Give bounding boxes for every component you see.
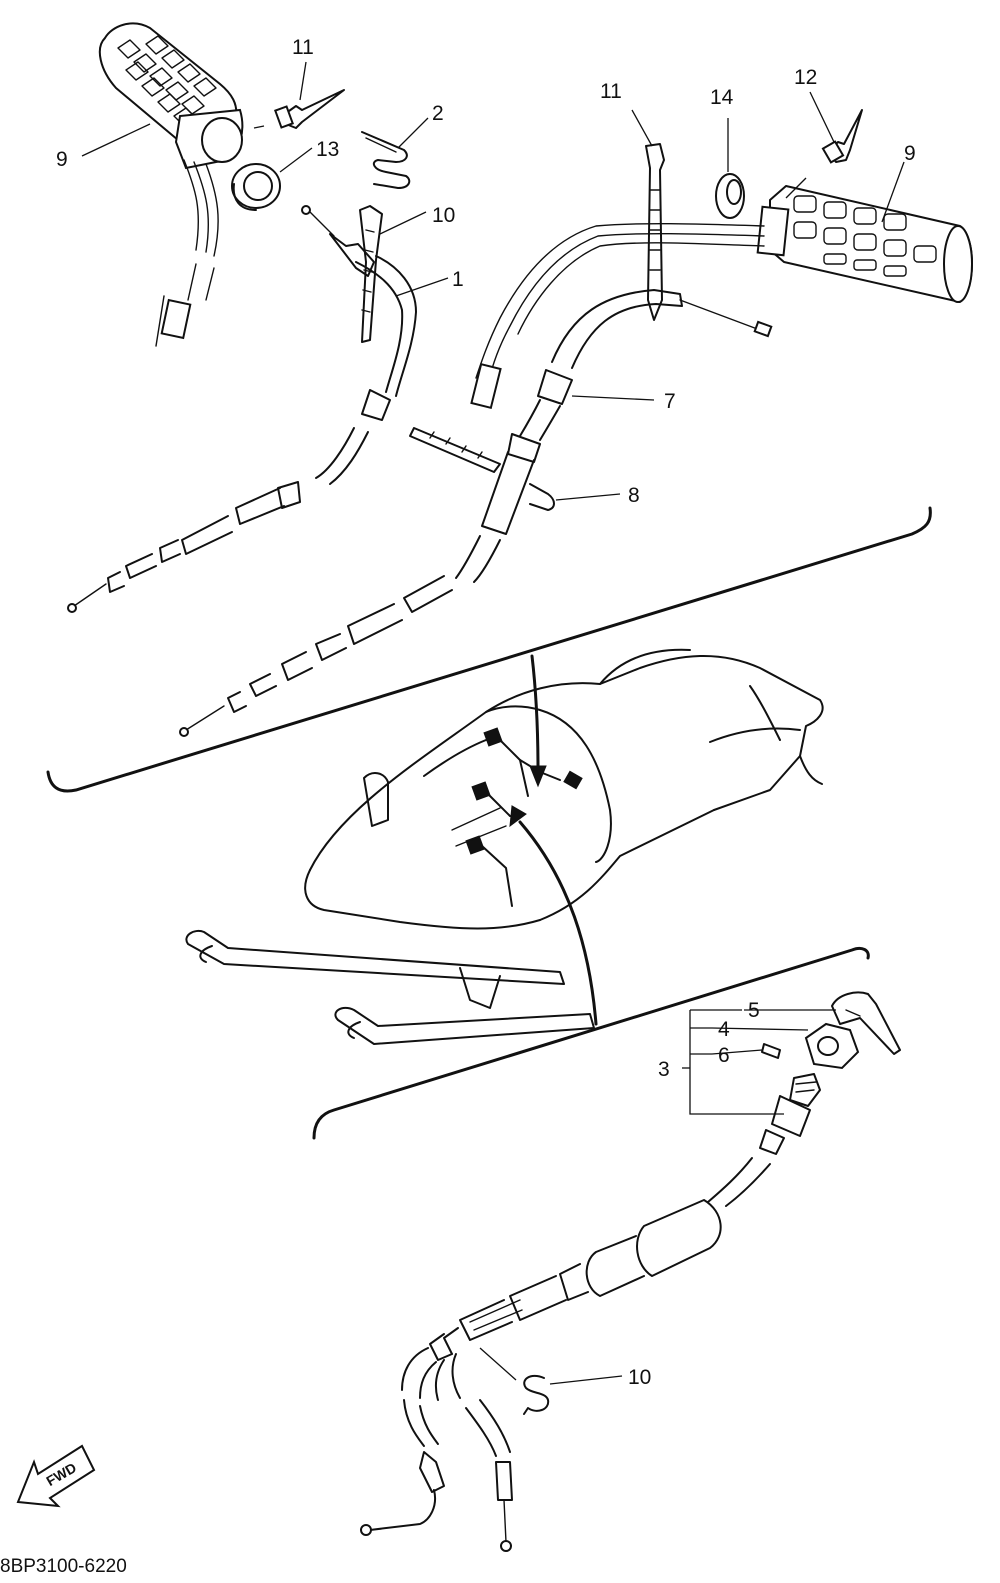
callout-10-left: 10 (432, 204, 455, 227)
reference-line-lower-head (509, 805, 527, 828)
brake-cable (179, 289, 773, 737)
callout-7: 7 (664, 390, 676, 413)
reference-line-upper-head (529, 765, 547, 788)
cable-tie-right (645, 143, 665, 321)
callout-3: 3 (658, 1058, 670, 1081)
right-grip (470, 185, 973, 410)
screw-right (821, 109, 863, 164)
callout-11-left: 11 (292, 36, 314, 59)
divider-lower (312, 946, 870, 1140)
cable-tie-8 (409, 427, 555, 511)
clip-2 (361, 131, 411, 189)
choke-knob-5 (831, 991, 901, 1055)
fwd-arrow: FWD (16, 1444, 96, 1508)
callout-10-right: 11 (600, 80, 622, 103)
throttle-cable (67, 205, 417, 613)
callout-8: 8 (628, 484, 640, 507)
choke-pin-6 (761, 1043, 781, 1059)
callout-12: 13 (316, 138, 339, 161)
leader-lines (81, 61, 905, 1385)
screw-left (274, 89, 345, 129)
collar-13 (715, 173, 745, 219)
divider-upper (46, 506, 932, 793)
reference-line-lower (518, 820, 598, 1026)
callout-13: 14 (710, 86, 734, 109)
collar-12 (231, 163, 281, 211)
diagram-code: 8BP3100-6220 (0, 1556, 127, 1577)
callout-2: 2 (432, 102, 444, 125)
callout-14: 10 (628, 1366, 651, 1389)
callout-9-right: 9 (904, 142, 916, 165)
left-grip (98, 22, 244, 347)
choke-nut-4 (804, 1022, 860, 1070)
callout-5: 5 (748, 999, 760, 1022)
callout-6: 6 (718, 1044, 730, 1067)
choke-cable (360, 1073, 821, 1552)
callout-11-right: 12 (794, 66, 817, 89)
callout-4: 4 (718, 1018, 730, 1041)
callout-9-left: 9 (56, 148, 68, 171)
clip-14 (523, 1374, 550, 1415)
choke-bracket-3 (682, 1009, 784, 1115)
reference-line-upper (530, 654, 540, 772)
snowmobile-illustration (185, 648, 824, 1045)
callout-1: 1 (452, 268, 464, 291)
